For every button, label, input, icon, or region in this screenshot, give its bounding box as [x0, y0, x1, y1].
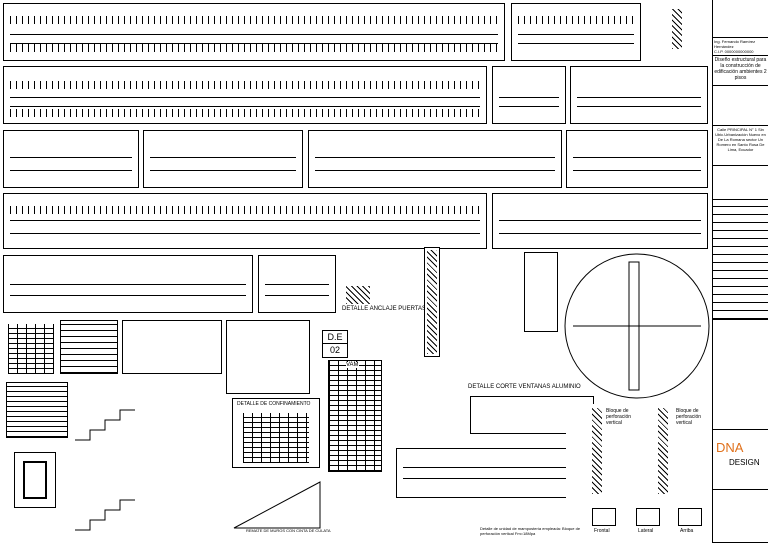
frontal-label: Frontal: [594, 528, 610, 534]
beam-panel-2: [511, 3, 641, 61]
masonry-unit-detail: Frontal Lateral Arriba: [590, 504, 708, 540]
stairs-detail: [70, 380, 220, 540]
steps-table: [6, 382, 68, 438]
wall-elevation: [328, 360, 382, 472]
bloque-label-1: Bloque de perforación vertical: [606, 408, 632, 426]
beam-panel-3: [3, 66, 487, 124]
beam-panel-12: [3, 255, 253, 313]
column-section: [14, 452, 56, 508]
beam-panel-8: [308, 130, 562, 188]
block-perforation-2: Bloque de perforación vertical: [636, 404, 706, 498]
arriba-label: Arriba: [680, 528, 694, 534]
remate-label: REMATE DE MUROS CON CINTA DE CULATA: [246, 528, 331, 533]
de-tag: D.E 02: [322, 330, 348, 358]
roof-detail: [226, 320, 310, 394]
lateral-label: Lateral: [638, 528, 654, 534]
logo-area: DNA DESIGN: [713, 430, 768, 490]
engineer-info: Ing. Fernando Ramírez Hernández C.I.P. 0…: [713, 38, 768, 56]
beam-panel-5: [570, 66, 708, 124]
anclaje-detail: DETALLE ANCLAJE PUERTAS: [342, 282, 426, 316]
beam-panel-11: [492, 193, 708, 249]
beam-panel-4: [492, 66, 566, 124]
ventanas-label: DETALLE CORTE VENTANAS ALUMINIO: [468, 384, 581, 390]
beam-panel-6: [3, 130, 139, 188]
gable-wall: [233, 481, 321, 529]
stairs-lines: [75, 409, 135, 531]
vam-label: VAM: [346, 362, 359, 368]
zoom-circle: [564, 253, 710, 399]
anclaje-label: DETALLE ANCLAJE PUERTAS: [342, 306, 427, 312]
beam-panel-9: [566, 130, 708, 188]
beam-panel-10: [3, 193, 487, 249]
de-tag-bottom: 02: [329, 345, 340, 355]
masonry-iso: [8, 324, 54, 374]
beam-panel-1: [3, 3, 505, 61]
logo-design: DESIGN: [729, 458, 760, 467]
railing-detail: [122, 320, 222, 374]
confinamiento-detail: DETALLE DE CONFINAMIENTO: [232, 398, 320, 468]
project-title: Diseño estructural para la construcción …: [713, 56, 768, 86]
bloque-label-2: Bloque de perforación vertical: [676, 408, 702, 426]
detail-column-top: [646, 3, 708, 61]
window-section: [524, 252, 558, 332]
wall-section: [424, 247, 440, 357]
beam-panel-7: [143, 130, 303, 188]
client-address: Calle PRINCIPAL N° 1 Sin Ubic.Urbanizaci…: [713, 126, 768, 166]
plan-section: [396, 448, 592, 498]
beam-panel-13: [258, 255, 336, 313]
confinamiento-label: DETALLE DE CONFINAMIENTO: [237, 401, 311, 407]
unidad-label: Detalle de unidad de mampostería emplead…: [480, 526, 581, 536]
table-1: [60, 320, 118, 374]
logo-dna: DNA: [716, 440, 744, 455]
title-block: Ing. Fernando Ramírez Hernández C.I.P. 0…: [712, 0, 768, 543]
de-tag-top: D.E: [323, 331, 347, 344]
block-perforation-1: Bloque de perforación vertical: [566, 404, 634, 498]
